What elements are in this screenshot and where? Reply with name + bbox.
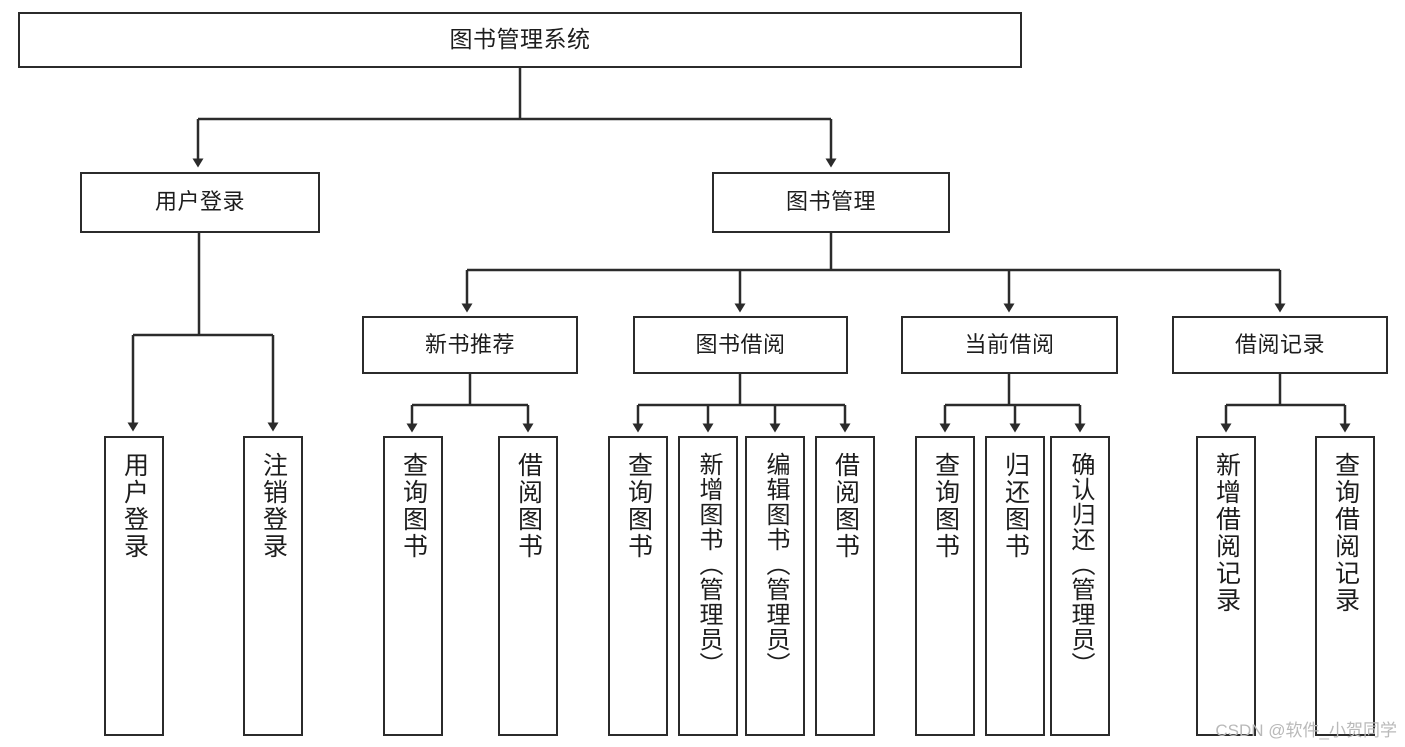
node-label: 图书管理系统 bbox=[449, 26, 591, 53]
node-label: 查询借阅记录 bbox=[1331, 452, 1360, 614]
node-label: 借阅记录 bbox=[1234, 331, 1325, 357]
leaf-confirm-return-admin[interactable]: 确认归还（管理员） bbox=[1050, 436, 1110, 736]
node-label: 注销登录 bbox=[259, 452, 288, 560]
node-label: 新增图书（管理员） bbox=[695, 452, 722, 677]
leaf-borrow-book-recommend[interactable]: 借阅图书 bbox=[498, 436, 558, 736]
node-borrow-records[interactable]: 借阅记录 bbox=[1172, 316, 1388, 374]
leaf-edit-book-admin[interactable]: 编辑图书（管理员） bbox=[745, 436, 805, 736]
node-current-borrow[interactable]: 当前借阅 bbox=[901, 316, 1118, 374]
node-label: 图书管理 bbox=[785, 189, 876, 215]
leaf-add-book-admin[interactable]: 新增图书（管理员） bbox=[678, 436, 738, 736]
node-label: 归还图书 bbox=[1001, 452, 1030, 560]
node-root-system[interactable]: 图书管理系统 bbox=[18, 12, 1022, 68]
node-book-borrow[interactable]: 图书借阅 bbox=[633, 316, 848, 374]
node-user-login[interactable]: 用户登录 bbox=[80, 172, 320, 233]
node-book-management[interactable]: 图书管理 bbox=[712, 172, 950, 233]
leaf-logout[interactable]: 注销登录 bbox=[243, 436, 303, 736]
leaf-add-borrow-record[interactable]: 新增借阅记录 bbox=[1196, 436, 1256, 736]
node-label: 查询图书 bbox=[931, 452, 960, 560]
node-label: 借阅图书 bbox=[514, 452, 543, 560]
node-label: 查询图书 bbox=[399, 452, 428, 560]
leaf-borrow-book[interactable]: 借阅图书 bbox=[815, 436, 875, 736]
node-label: 当前借阅 bbox=[964, 331, 1055, 357]
node-label: 新增借阅记录 bbox=[1212, 452, 1241, 614]
node-label: 新书推荐 bbox=[424, 331, 515, 357]
node-label: 编辑图书（管理员） bbox=[762, 452, 789, 677]
leaf-query-book-recommend[interactable]: 查询图书 bbox=[383, 436, 443, 736]
node-new-book-recommend[interactable]: 新书推荐 bbox=[362, 316, 578, 374]
leaf-query-book-borrow[interactable]: 查询图书 bbox=[608, 436, 668, 736]
leaf-return-book[interactable]: 归还图书 bbox=[985, 436, 1045, 736]
watermark: CSDN @软件_小贺同学 bbox=[1215, 721, 1397, 740]
leaf-user-login[interactable]: 用户登录 bbox=[104, 436, 164, 736]
node-label: 用户登录 bbox=[120, 452, 149, 560]
node-label: 确认归还（管理员） bbox=[1067, 452, 1094, 677]
leaf-query-borrow-record[interactable]: 查询借阅记录 bbox=[1315, 436, 1375, 736]
node-label: 用户登录 bbox=[154, 189, 245, 215]
node-label: 图书借阅 bbox=[695, 331, 786, 357]
node-label: 查询图书 bbox=[624, 452, 653, 560]
node-label: 借阅图书 bbox=[831, 452, 860, 560]
leaf-query-book-current[interactable]: 查询图书 bbox=[915, 436, 975, 736]
